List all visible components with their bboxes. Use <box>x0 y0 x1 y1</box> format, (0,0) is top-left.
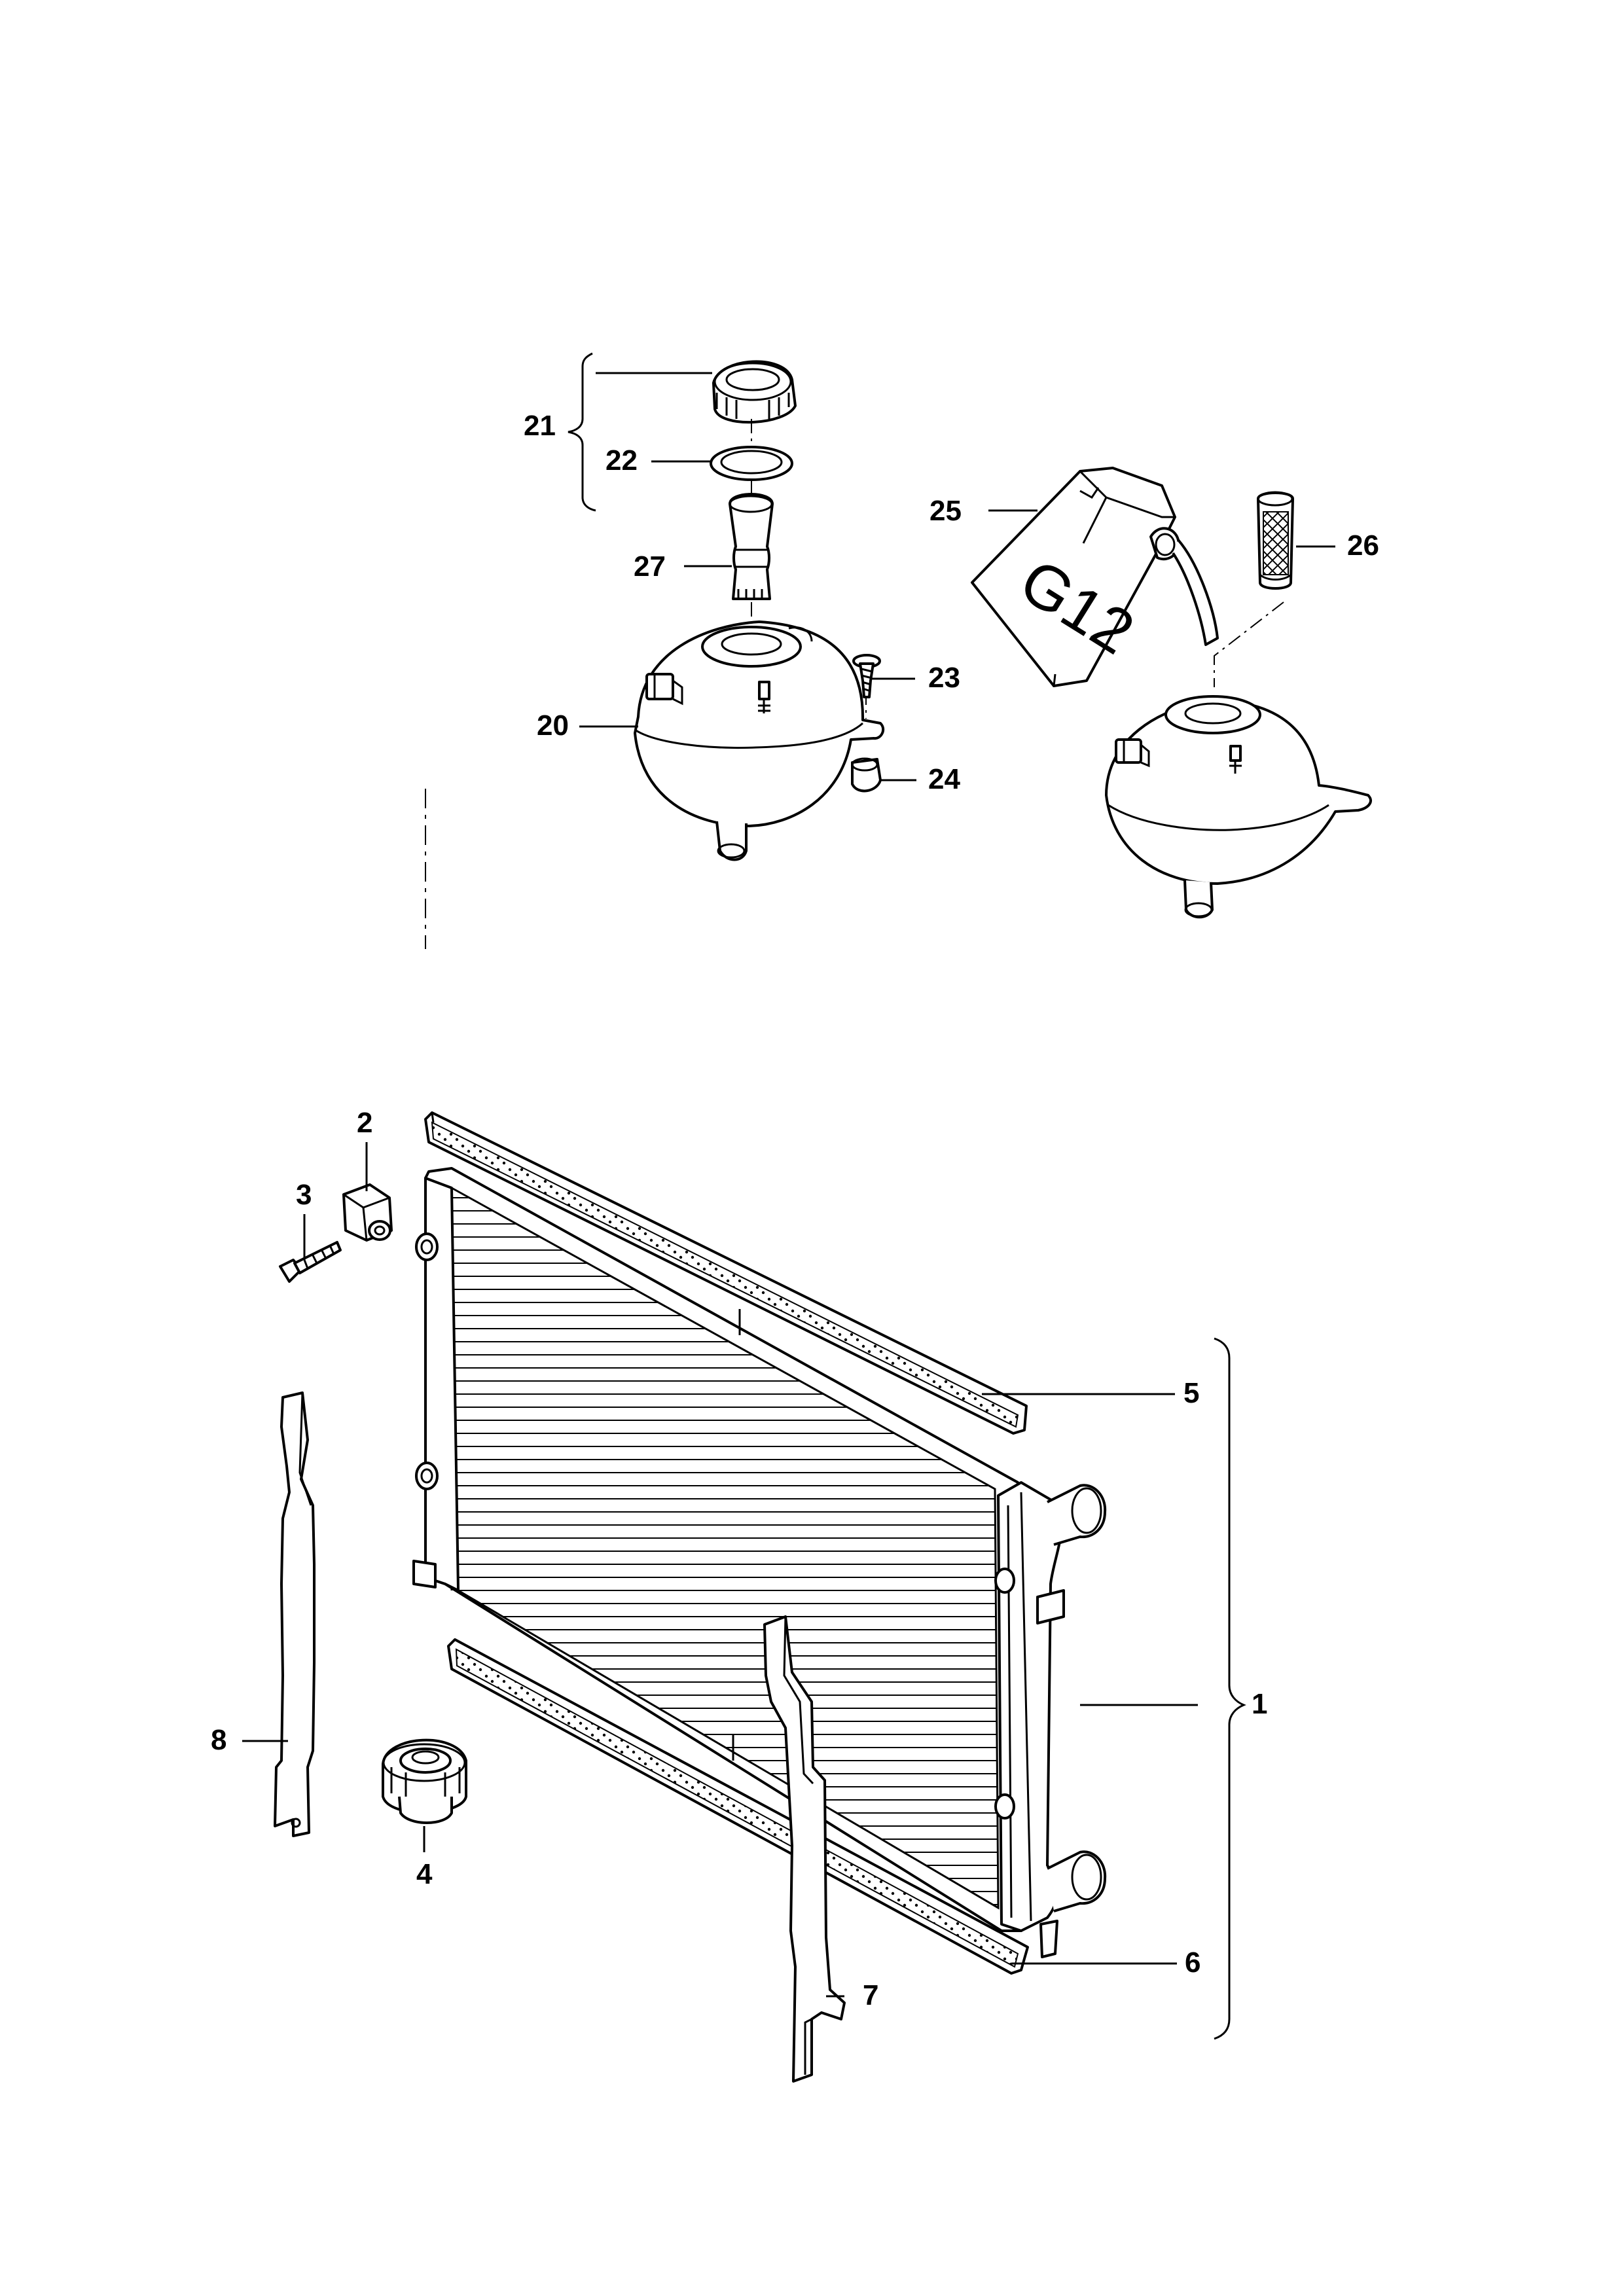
callout-21: 21 <box>524 410 556 442</box>
callout-23: 23 <box>928 662 960 694</box>
left-bracket-part <box>274 1391 316 1837</box>
callout-1: 1 <box>1252 1688 1267 1720</box>
callout-8: 8 <box>211 1724 226 1756</box>
callout-2: 2 <box>357 1107 372 1139</box>
coolant-bottle-part: G12 <box>971 467 1219 687</box>
callout-24: 24 <box>928 763 960 795</box>
callout-26: 26 <box>1347 529 1379 562</box>
callout-22: 22 <box>605 444 638 476</box>
filler-cap-part <box>712 360 797 424</box>
callout-3: 3 <box>296 1179 312 1211</box>
filter-tube-part <box>1257 491 1294 590</box>
left-mid-boss <box>415 1462 439 1490</box>
callout-27: 27 <box>634 550 666 583</box>
callout-6: 6 <box>1185 1946 1200 1979</box>
expansion-tank-2-part <box>1105 695 1372 919</box>
left-top-boss <box>415 1232 439 1261</box>
rubber-mount-4-part <box>382 1738 467 1824</box>
expansion-tank-part <box>634 620 885 861</box>
top-seal-strip-part <box>424 1111 1028 1435</box>
clip-nut-24-part <box>851 757 882 793</box>
callout-5: 5 <box>1183 1377 1199 1409</box>
callout-7: 7 <box>863 1979 878 2011</box>
screw-23-part <box>852 654 881 698</box>
right-bracket-part <box>763 1615 846 2083</box>
bottom-seal-strip-part <box>447 1638 1029 1975</box>
callout-25: 25 <box>929 495 962 527</box>
insert-tube-part <box>729 493 774 600</box>
radiator-part <box>412 1167 1107 1958</box>
callout-20: 20 <box>537 709 569 742</box>
bolt-3-part <box>279 1241 342 1283</box>
seal-ring-part <box>710 446 793 481</box>
rubber-mount-part <box>342 1183 393 1242</box>
leader-lines <box>242 352 1335 2040</box>
callout-4: 4 <box>416 1858 433 1890</box>
